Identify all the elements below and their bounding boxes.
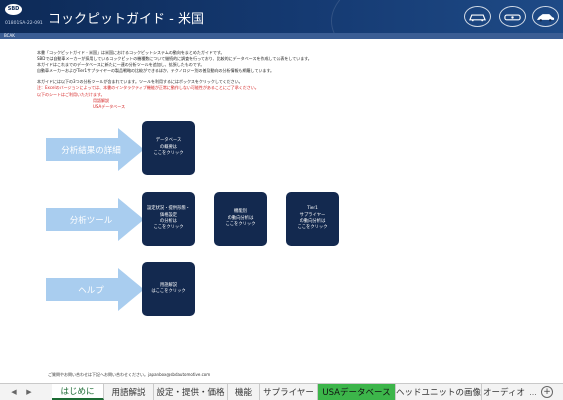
box-line: 用語解説 [159, 282, 178, 288]
sheet-tab-bar: ◀ ▶ はじめに 用語解説 設定・提供・価格 機能 サプライヤー USAデータベ… [0, 383, 563, 400]
more-tabs-button[interactable]: ... [529, 387, 537, 397]
contact-note: ご質問やお問い合わせは下記へお問い合わせください。japanbox@sbdaut… [48, 372, 211, 377]
scroll-left-icon[interactable]: ◀ [11, 388, 17, 396]
tier1-supplier-analysis-button[interactable]: Tier1 サプライヤー の動向分析は ここをクリック [286, 192, 339, 246]
arrow-analysis-details: 分析結果の詳細 [46, 128, 144, 171]
car-front-icon [464, 6, 491, 27]
intro-text: 本書「コックピットガイド - 米国」は米国におけるコックピットシステムの動向をま… [37, 50, 507, 110]
sbd-logo: SBD [5, 4, 22, 15]
database-overview-button[interactable]: データベース の概要は ここをクリック [142, 121, 195, 175]
box-line: ここをクリック [225, 222, 256, 228]
box-line: の分析は [159, 219, 178, 224]
car-side-icon [532, 6, 559, 27]
sub-header-bar: BCAK [0, 33, 563, 39]
arrow-label: 分析ツール [69, 215, 113, 226]
box-line: はここをクリック [151, 289, 186, 294]
sheet-tab-features[interactable]: 機能 [228, 384, 260, 400]
page-title: コックピットガイド - 米国 [48, 12, 204, 27]
box-line: の動向分析は [227, 215, 254, 221]
sheet-tab-audio[interactable]: オーディオ [483, 388, 525, 398]
sheet-tab-intro[interactable]: はじめに [52, 384, 104, 400]
box-line: 設定状況・提供形態・ [147, 206, 190, 212]
sub-header-label: BCAK [4, 33, 15, 38]
car-dashboard-icon [499, 6, 526, 27]
sheet-tab-usa-database[interactable]: USAデータベース [318, 384, 396, 400]
sheet-link-database[interactable]: USAデータベース [93, 103, 126, 109]
intro-line: 本書「コックピットガイド - 米国」は米国におけるコックピットシステムの動向をま… [37, 50, 225, 55]
arrow-analysis-tools: 分析ツール [46, 198, 144, 241]
box-line: の動向分析は [299, 219, 326, 224]
intro-line: 本ガイドはこれまでのデータベースに新たに一連の分析ツールを追加し、拡張したもので… [37, 62, 205, 68]
glossary-button[interactable]: 用語解説 はここをクリック [142, 262, 195, 316]
sheet-tab-suppliers[interactable]: サプライヤー [260, 384, 318, 400]
sheet-tab-glossary[interactable]: 用語解説 [104, 384, 154, 400]
sheet-tab-head-unit-images[interactable]: ヘッドユニットの画像 [396, 384, 482, 400]
box-line: ここをクリック [153, 151, 184, 157]
document-code: 01801SA-22-091 [5, 21, 43, 26]
sheet-tab-settings-pricing[interactable]: 設定・提供・価格 [154, 384, 228, 400]
intro-line: 自動車メーカーおよびTier1サプライヤーの製品戦略の比較ができるほか、テクノロ… [37, 68, 275, 74]
intro-line: SBDでは自動車メーカーが採用しているコックピットの機種数について継続的に調査を… [37, 56, 312, 62]
box-line: サプライヤー [299, 212, 326, 218]
box-line: Tier1 [307, 206, 318, 212]
box-line: データベース [155, 138, 182, 144]
intro-note: 注：Excelのバージョンによっては、本書のインタラクティブ機能が正常に動作しな… [37, 85, 259, 91]
sheet-link-glossary[interactable]: 用語解説 [93, 97, 109, 103]
box-line: ここをクリック [297, 225, 328, 231]
arrow-help: ヘルプ [46, 268, 144, 311]
scroll-right-icon[interactable]: ▶ [26, 388, 32, 396]
box-line: の概要は [159, 144, 178, 150]
intro-line: 本ガイドには以下の3つの分析ツールが含まれています。ツールを利用するにはボックス… [37, 79, 243, 85]
box-line: 機能別 [234, 209, 247, 215]
add-sheet-button[interactable]: + [541, 386, 553, 398]
app-header: SBD 01801SA-22-091 コックピットガイド - 米国 [0, 0, 563, 33]
arrow-label: ヘルプ [78, 285, 104, 296]
settings-pricing-analysis-button[interactable]: 設定状況・提供形態・ 価格設定 の分析は ここをクリック [142, 192, 195, 246]
box-line: ここをクリック [153, 225, 184, 231]
arrow-label: 分析結果の詳細 [61, 145, 121, 156]
box-line: 価格設定 [159, 212, 178, 218]
feature-trend-analysis-button[interactable]: 機能別 の動向分析は ここをクリック [214, 192, 267, 246]
intro-note: 以下のシートはご利用いただけます。 [37, 91, 105, 97]
